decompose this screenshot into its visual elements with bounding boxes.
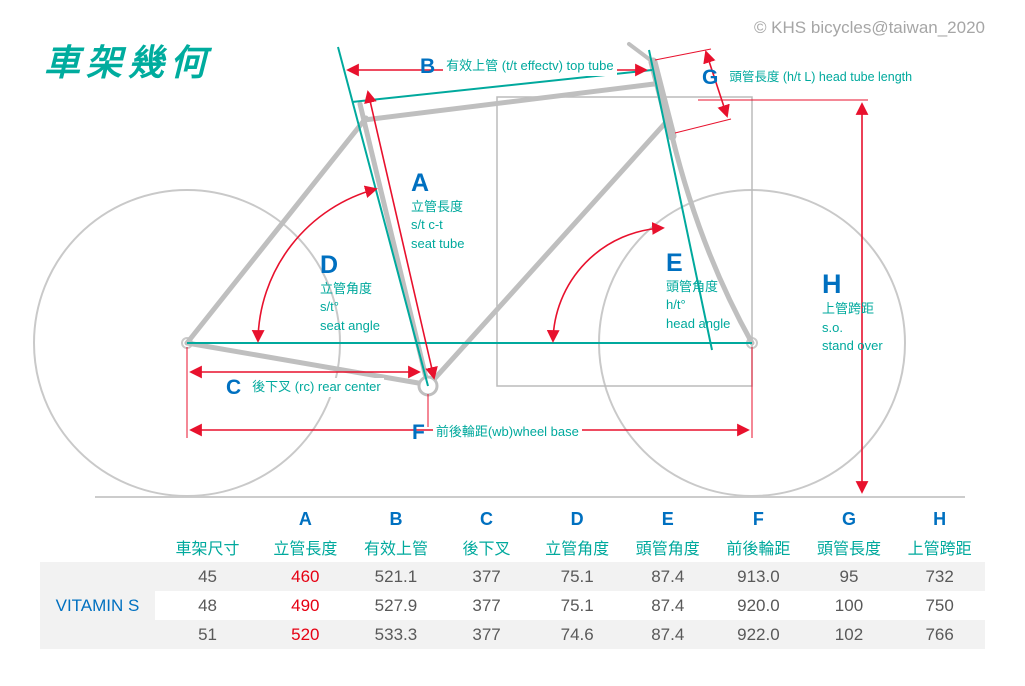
spec-row-size-45: VITAMIN S 45 460 521.1 377 75.1 87.4 913… (40, 562, 985, 649)
spec-cell-head-angle: 87.4 (651, 595, 685, 615)
letter-header-H: H (933, 508, 947, 529)
label-letter-B: B (420, 55, 436, 78)
column-header-head-tube: 頭管長度 (816, 541, 881, 558)
label-letter-D: D (320, 251, 339, 279)
spec-cell-head-angle: 87.4 (622, 620, 714, 649)
spec-cell-rear-center: 377 (441, 562, 532, 591)
dim-A-seat-tube (364, 90, 438, 380)
column-header-seat-angle: 立管角度 (545, 541, 610, 558)
geometry-spec-table: A B C D E F G H 車架尺寸 立管長度 有效上管 後下叉 立管角度 … (40, 506, 985, 649)
dim-D-seat-angle-arc (251, 185, 378, 343)
dim-E-head-angle-arc (546, 222, 665, 343)
label-text-E3: head angle (666, 316, 731, 332)
spec-cell-head-angle: 87.4 (622, 562, 714, 591)
frame-size-cell: 45 (155, 562, 261, 591)
size-reference-box (496, 96, 753, 387)
spec-cell-top-tube: 521.1 (350, 562, 442, 591)
label-text-G: 頭管長度 (h/t L) head tube length (726, 68, 916, 87)
spec-cell-head-tube: 102 (803, 620, 895, 649)
page-title: 車架幾何 (44, 42, 213, 83)
column-header-size: 車架尺寸 (175, 541, 240, 558)
frame-geometry-diagram (33, 42, 965, 498)
dim-G-head-tube (703, 50, 730, 118)
empty-cell (40, 506, 260, 532)
label-F-wheel-base: F 前後輪距(wb)wheel base (412, 421, 582, 444)
label-text-H2: s.o. (822, 319, 843, 335)
spec-cell-top-tube: 527.9 (374, 595, 418, 615)
spec-cell-stand-over: 766 (894, 620, 985, 649)
spec-cell-wheel-base: 922.0 (713, 620, 804, 649)
spec-cell-head-tube: 95 (803, 562, 895, 591)
spec-cell-wheel-base: 913.0 (713, 562, 804, 591)
empty-cell (40, 532, 155, 562)
label-text-C: 後下叉 (rc) rear center (249, 378, 384, 397)
letter-header-A: A (298, 508, 312, 529)
copyright-text: © KHS bicycles@taiwan_2020 (753, 18, 985, 37)
label-text-H1: 上管跨距 (822, 300, 875, 316)
frame-size-cell: 48 (198, 595, 217, 615)
letter-header-C: C (480, 508, 494, 529)
label-text-A2: s/t c-t (411, 217, 443, 233)
head-tube (648, 57, 677, 141)
letter-header-B: B (389, 508, 403, 529)
spec-cell-rear-center: 377 (472, 595, 501, 615)
spec-cell-seat-angle: 75.1 (560, 595, 594, 615)
label-D-seat-angle: D 立管角度 s/t° seat angle (320, 251, 380, 336)
steering-axis (648, 49, 713, 351)
label-G-head-tube-length: G 頭管長度 (h/t L) head tube length (702, 66, 916, 89)
label-text-F: 前後輪距(wb)wheel base (432, 423, 582, 442)
spec-cell-stand-over: 750 (925, 595, 954, 615)
top-tube (361, 81, 657, 123)
label-letter-F: F (412, 421, 425, 444)
spec-cell-head-tube: 100 (834, 595, 864, 615)
column-header-head-angle: 頭管角度 (635, 541, 700, 558)
label-letter-A: A (411, 169, 430, 197)
letter-header-E: E (661, 508, 674, 529)
label-A-seat-tube: A 立管長度 s/t c-t seat tube (411, 169, 465, 254)
label-text-D3: seat angle (320, 318, 380, 334)
column-header-top-tube: 有效上管 (363, 541, 428, 558)
letter-header-D: D (570, 508, 584, 529)
column-header-wheel-base: 前後輪距 (726, 541, 791, 558)
label-B-top-tube: B 有效上管 (t/t effectv) top tube (420, 55, 617, 78)
spec-row-size-51: 51 520 533.3 377 74.6 87.4 922.0 102 766 (40, 620, 985, 649)
letter-header-G: G (841, 508, 856, 529)
label-text-A3: seat tube (411, 236, 465, 252)
spec-cell-seat-tube: 490 (291, 595, 320, 615)
label-C-rear-center: C 後下叉 (rc) rear center (226, 376, 384, 399)
label-text-D2: s/t° (320, 299, 339, 315)
spec-cell-wheel-base: 920.0 (737, 595, 780, 615)
stem (627, 42, 655, 64)
label-text-D1: 立管角度 (320, 280, 373, 296)
frame-size-cell: 51 (155, 620, 261, 649)
spec-cell-seat-tube: 460 (260, 562, 351, 591)
spec-row-size-48: 48 490 527.9 377 75.1 87.4 920.0 100 750 (40, 591, 985, 620)
label-H-stand-over: H 上管跨距 s.o. stand over (822, 269, 883, 356)
spec-cell-seat-angle: 75.1 (531, 562, 623, 591)
spec-cell-top-tube: 533.3 (350, 620, 442, 649)
column-header-seat-tube: 立管長度 (273, 541, 338, 558)
spec-cell-stand-over: 732 (894, 562, 985, 591)
column-header-stand-over: 上管跨距 (907, 541, 972, 558)
fork (669, 133, 755, 346)
label-text-A1: 立管長度 (411, 198, 464, 214)
label-text-E1: 頭管角度 (666, 278, 719, 294)
label-text-H3: stand over (822, 338, 883, 354)
spec-cell-seat-angle: 74.6 (531, 620, 623, 649)
model-name-cell: VITAMIN S (40, 562, 156, 649)
spec-cell-rear-center: 377 (441, 620, 532, 649)
label-text-B: 有效上管 (t/t effectv) top tube (443, 57, 617, 76)
letter-header-row: A B C D E F G H (40, 506, 985, 532)
spec-cell-seat-tube: 520 (260, 620, 351, 649)
label-letter-H: H (822, 269, 842, 299)
label-E-head-angle: E 頭管角度 h/t° head angle (666, 249, 731, 334)
column-header-rear-center: 後下叉 (462, 541, 511, 558)
label-letter-C: C (226, 376, 242, 399)
label-letter-E: E (666, 249, 683, 277)
letter-header-F: F (752, 508, 764, 529)
label-text-E2: h/t° (666, 297, 686, 313)
column-header-row: 車架尺寸 立管長度 有效上管 後下叉 立管角度 頭管角度 前後輪距 頭管長度 上… (40, 532, 985, 562)
label-letter-G: G (702, 66, 719, 89)
